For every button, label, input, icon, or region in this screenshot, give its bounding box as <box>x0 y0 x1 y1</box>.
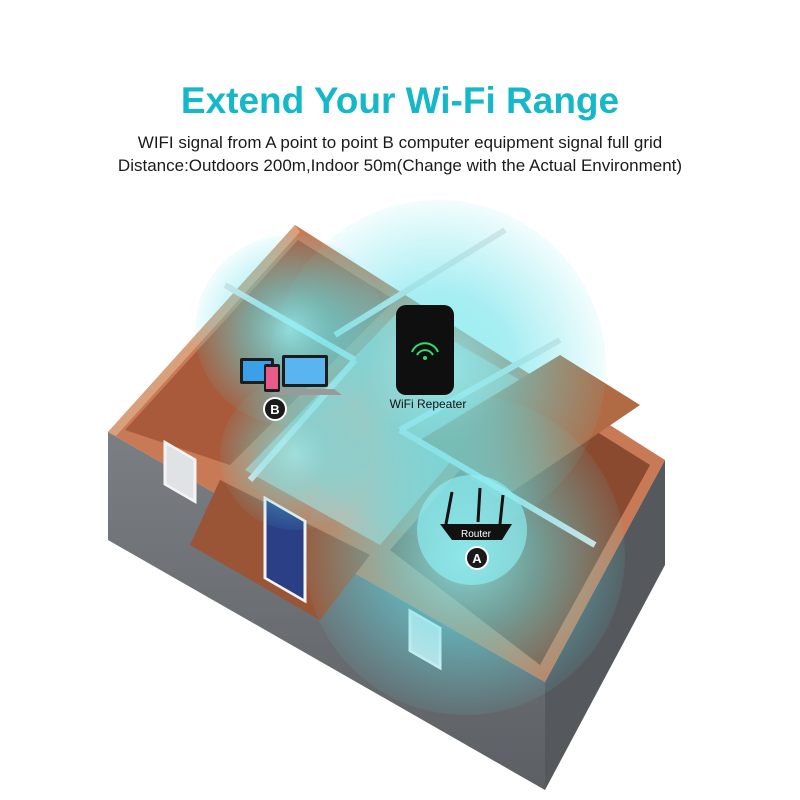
subheadline-signal: WIFI signal from A point to point B comp… <box>137 133 663 152</box>
router-device <box>440 487 512 540</box>
devices-cluster <box>240 355 342 395</box>
router-label: Router <box>461 529 492 540</box>
signal-coverage <box>195 200 625 715</box>
point-a-label: A <box>472 551 482 566</box>
point-a-marker <box>465 546 489 570</box>
point-b-label: B <box>270 402 279 417</box>
repeater-label: WiFi Repeater <box>390 397 467 411</box>
wifi-repeater-device <box>396 305 454 395</box>
house-illustration: WiFi Repeater Router A B <box>0 180 800 800</box>
point-b-marker <box>263 397 287 421</box>
subheadline-distance: Distance:Outdoors 200m,Indoor 50m(Change… <box>117 156 683 175</box>
headline: Extend Your Wi-Fi Range <box>180 80 620 121</box>
